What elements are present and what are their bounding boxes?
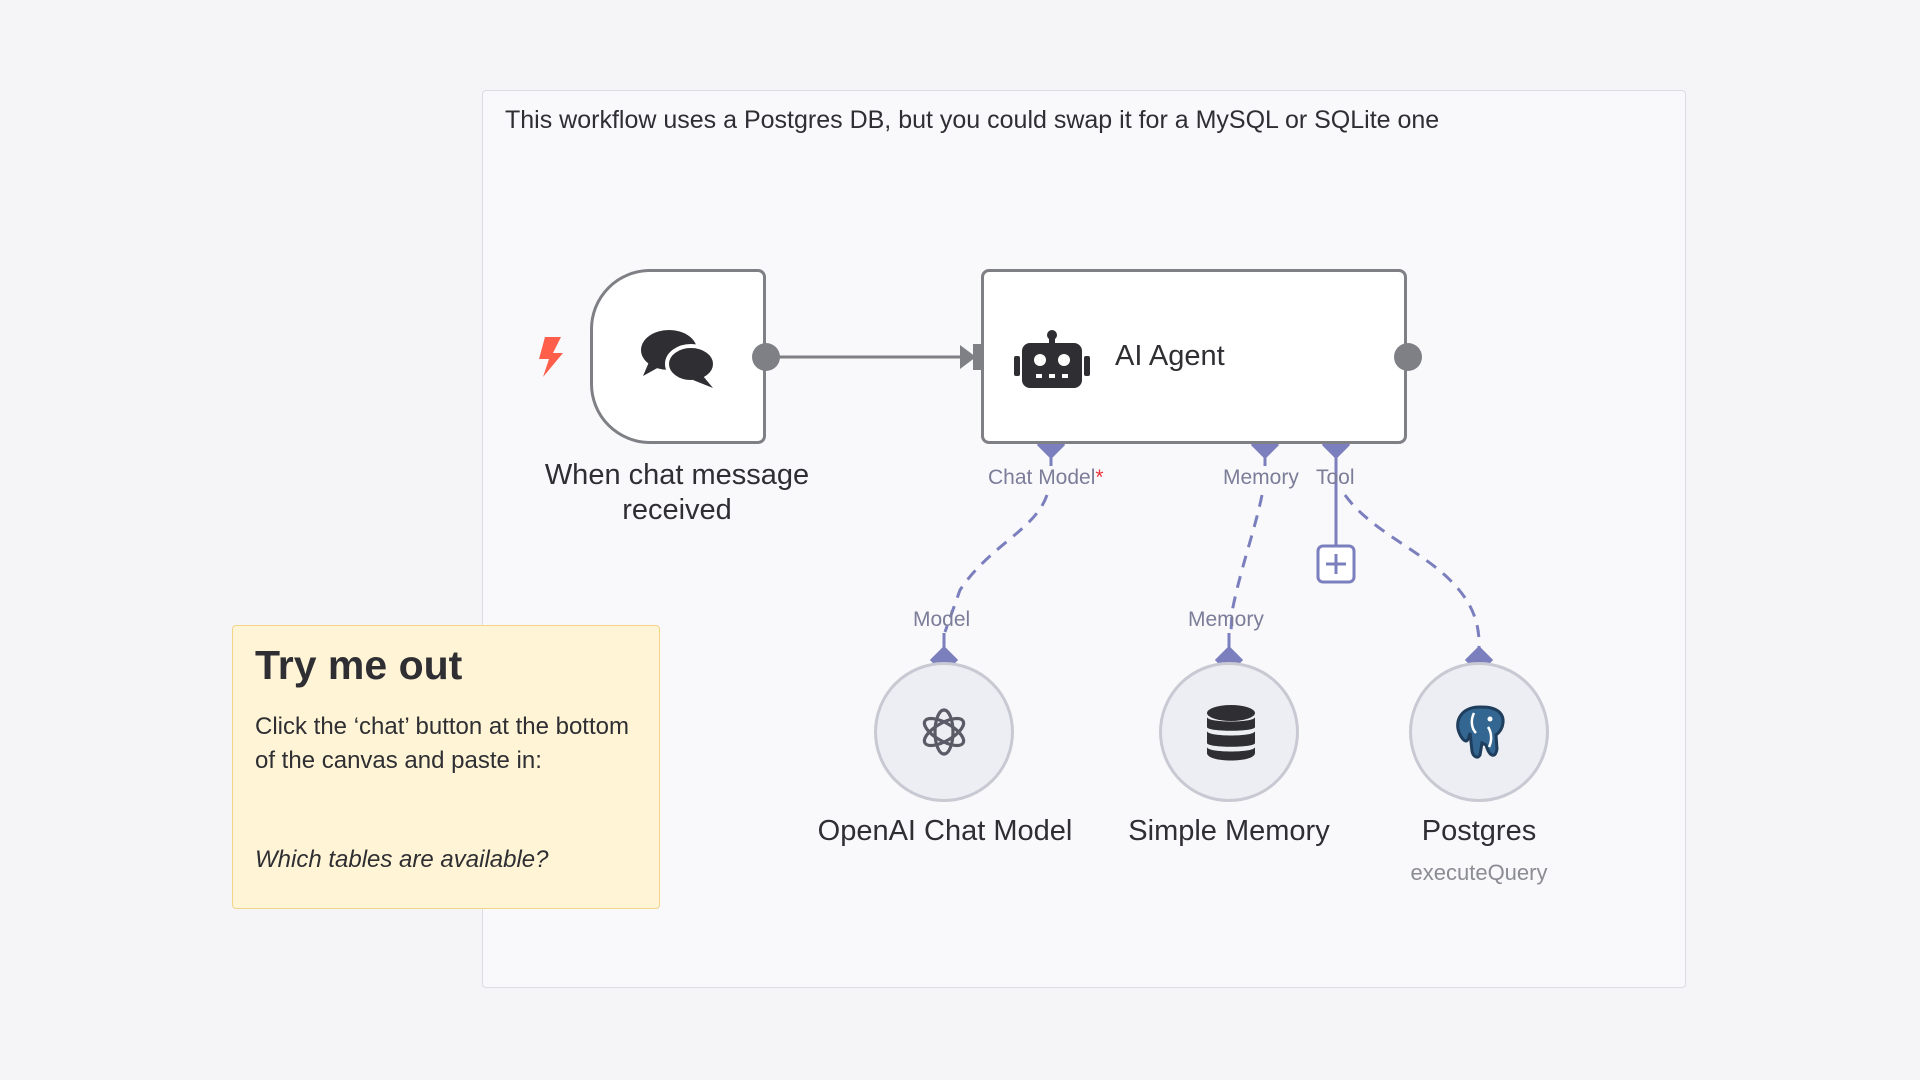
try-me-out-sticky[interactable] xyxy=(232,625,660,909)
robot-icon xyxy=(1014,330,1090,388)
memory-node-title: Simple Memory xyxy=(1128,815,1330,847)
required-marker: * xyxy=(1095,466,1104,489)
database-icon xyxy=(1207,705,1255,761)
tool-port-label: Tool xyxy=(1316,466,1355,489)
chat-model-port-label: Chat Model* xyxy=(988,466,1104,489)
postgres-elephant-icon xyxy=(1456,705,1505,759)
agent-node-title: AI Agent xyxy=(1115,340,1225,372)
sticky-title: Try me out xyxy=(255,642,463,688)
memory-node-port-label: Memory xyxy=(1188,608,1264,631)
agent-node[interactable]: AI Agent xyxy=(981,269,1407,444)
trigger-bolt-icon xyxy=(539,337,563,377)
workflow-note-text: This workflow uses a Postgres DB, but yo… xyxy=(505,106,1440,134)
memory-port-label: Memory xyxy=(1223,466,1299,489)
trigger-node-when-chat-message-received[interactable] xyxy=(590,269,766,444)
openai-port-label: Model xyxy=(913,608,971,631)
sticky-body: Click the ‘chat’ button at the bottom of… xyxy=(255,713,629,774)
model-connection xyxy=(943,494,1049,633)
postgres-node-title: Postgres xyxy=(1421,815,1537,847)
postgres-node-subtitle: executeQuery xyxy=(1410,860,1548,885)
agent-input-handle xyxy=(973,344,983,370)
openai-node-title: OpenAI Chat Model xyxy=(817,815,1073,847)
postgres-node[interactable] xyxy=(1409,662,1549,802)
connection-arrowhead xyxy=(960,345,976,369)
openai-chat-model-node[interactable] xyxy=(874,662,1014,802)
add-tool-button[interactable] xyxy=(1316,544,1356,584)
memory-connection xyxy=(1229,494,1264,633)
sticky-hint: Which tables are available? xyxy=(255,846,549,873)
workflow-note[interactable] xyxy=(482,90,1686,988)
simple-memory-node[interactable] xyxy=(1159,662,1299,802)
agent-output-handle[interactable] xyxy=(1394,343,1422,371)
trigger-output-handle[interactable] xyxy=(752,343,780,371)
openai-icon xyxy=(922,708,966,756)
trigger-node-title: When chat message received xyxy=(544,459,810,526)
tool-connection xyxy=(1343,494,1481,649)
chat-bubbles-icon xyxy=(641,330,717,388)
